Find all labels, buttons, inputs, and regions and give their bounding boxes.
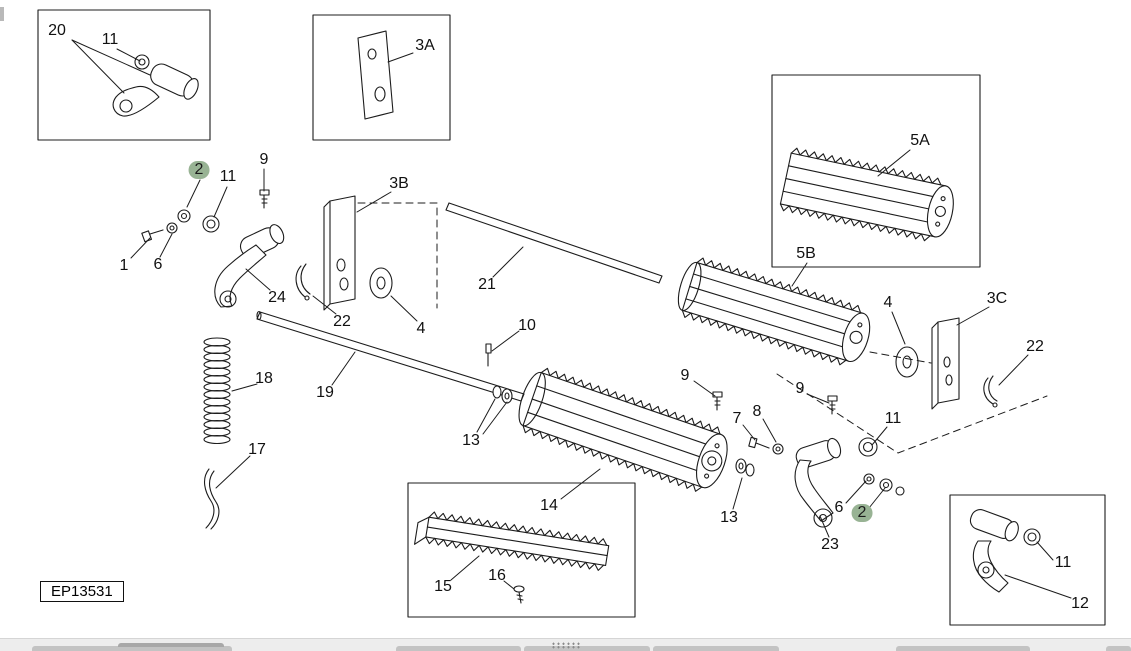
part-label-4-a: 4 — [416, 320, 426, 337]
part-22-clip-left — [295, 263, 311, 301]
part-washer-extra — [895, 486, 905, 496]
part-label-4-b: 4 — [883, 294, 893, 311]
part-label-8: 8 — [752, 403, 762, 420]
part-14-roller — [518, 367, 728, 492]
part-label-12: 12 — [1071, 595, 1089, 612]
part-2-nut-right — [879, 478, 893, 492]
part-11-knob-a — [134, 54, 150, 70]
inset-boxes — [37, 9, 1106, 626]
part-label-9-a: 9 — [259, 151, 269, 168]
bottom-peek-segment — [653, 646, 779, 651]
part-label-3C: 3C — [986, 290, 1008, 307]
part-11-bearing-right — [858, 437, 878, 457]
part-18-spring — [203, 337, 231, 445]
part-6-washer-right — [863, 473, 875, 485]
part-label-21: 21 — [478, 276, 496, 293]
part-label-13-b: 13 — [720, 509, 738, 526]
bottom-peek-segment — [396, 646, 521, 651]
part-13-washers-left — [492, 385, 513, 404]
part-9-screw-mid — [712, 391, 723, 411]
assembly-guide-dashed-right — [776, 373, 1048, 454]
part-label-3B: 3B — [389, 175, 409, 192]
part-15-knife-bar — [414, 511, 610, 571]
figure-code: EP13531 — [51, 583, 113, 600]
roller-lever-assembly-a — [112, 54, 199, 117]
part-label-6-b: 6 — [834, 499, 844, 516]
part-2-nut-left — [177, 209, 191, 223]
part-10-pin — [485, 343, 492, 367]
page-edge-mark — [0, 7, 4, 21]
part-label-17: 17 — [248, 441, 266, 458]
part-label-22-b: 22 — [1026, 338, 1044, 355]
part-11-bearing-left — [202, 215, 220, 233]
part-label-2-highlighted-b: 2 — [851, 504, 873, 522]
part-3C-bracket — [931, 317, 960, 410]
part-13-washers-right — [735, 458, 755, 477]
part-label-2-highlighted-a: 2 — [188, 161, 210, 179]
part-label-11-c: 11 — [884, 410, 902, 427]
bottom-peek-segment — [896, 646, 1030, 651]
part-3B-bracket — [323, 195, 356, 311]
part-label-20: 20 — [48, 22, 66, 39]
part-label-19: 19 — [316, 384, 334, 401]
part-label-3A: 3A — [415, 37, 435, 54]
assembly-guide-dashed-axis — [869, 351, 932, 364]
part-4-disc-right — [895, 346, 919, 378]
figure-code-box: EP13531 — [40, 581, 124, 602]
part-label-5B: 5B — [796, 245, 816, 262]
part-label-9-c: 9 — [795, 380, 805, 397]
bottom-peek-segment — [524, 646, 650, 651]
horizontal-scrollbar[interactable] — [0, 638, 1131, 651]
part-8-pin — [772, 443, 784, 455]
part-label-14: 14 — [540, 497, 558, 514]
scrollbar-grip[interactable] — [551, 642, 581, 649]
part-6-washer-left — [166, 222, 178, 234]
part-24-lever-assembly — [214, 224, 285, 308]
part-label-11-a: 11 — [101, 31, 119, 48]
part-23-lever-assembly — [794, 437, 842, 528]
part-21-shaft — [445, 202, 663, 284]
part-16-screw — [513, 585, 525, 604]
part-label-5A: 5A — [910, 132, 930, 149]
part-22-clip-right — [983, 375, 998, 408]
bottom-peek-segment — [32, 646, 232, 651]
part-label-7: 7 — [732, 410, 742, 427]
bottom-peek-segment — [118, 643, 224, 647]
part-1-bolt — [141, 229, 164, 243]
part-17-clip — [203, 468, 220, 530]
part-label-22-a: 22 — [333, 313, 351, 330]
bottom-peek-segment — [1106, 646, 1131, 651]
part-label-11-d: 11 — [1054, 554, 1072, 571]
part-5A-roller — [779, 147, 954, 242]
part-label-9-b: 9 — [680, 367, 690, 384]
part-label-6-a: 6 — [153, 256, 163, 273]
callout-lines — [71, 39, 1072, 599]
part-label-24: 24 — [268, 289, 286, 306]
part-7-bolt — [748, 436, 770, 449]
part-5B-roller — [677, 257, 871, 366]
part-11-knob-b — [1023, 528, 1041, 546]
roller-lever-assembly-b — [969, 509, 1041, 593]
part-label-11-b: 11 — [219, 168, 237, 185]
part-label-18: 18 — [255, 370, 273, 387]
part-label-13-a: 13 — [462, 432, 480, 449]
part-9-screw-right — [827, 395, 838, 415]
part-9-screw-top — [259, 189, 270, 209]
assembly-guide-dashed-left — [357, 202, 438, 309]
part-label-16: 16 — [488, 567, 506, 584]
part-3A-strap — [357, 30, 394, 120]
part-19-shaft — [256, 310, 525, 402]
part-label-15: 15 — [434, 578, 452, 595]
part-4-disc-left — [369, 267, 393, 299]
part-label-10: 10 — [518, 317, 536, 334]
part-label-1: 1 — [119, 257, 129, 274]
part-label-23: 23 — [821, 536, 839, 553]
